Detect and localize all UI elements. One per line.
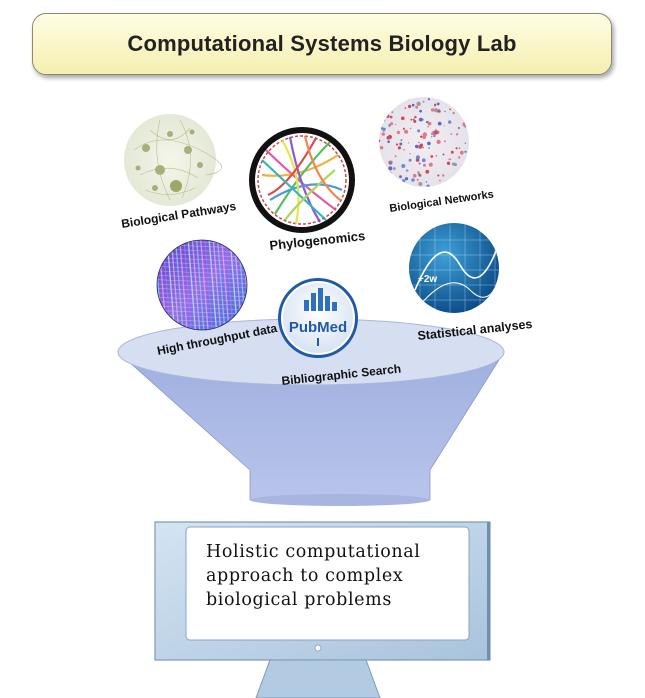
title-banner: Computational Systems Biology Lab [32, 13, 612, 75]
label-phylogenomics: Phylogenomics [269, 228, 366, 253]
pathways-image [124, 114, 222, 206]
pubmed-bars [304, 288, 337, 311]
screen-line-2: approach to complex [206, 566, 404, 586]
phylogenomics-image [249, 127, 355, 233]
monitor-power-icon [314, 644, 322, 652]
statistical-image: +2w [409, 223, 499, 313]
pubmed-logo-text: PubMed [289, 319, 347, 336]
screen-line-1: Holistic computational [206, 542, 421, 562]
page-title: Computational Systems Biology Lab [127, 31, 517, 56]
screen-message: Holistic computational approach to compl… [206, 540, 456, 612]
pubmed-logo: PubMed [278, 278, 358, 358]
monitor-screen [185, 526, 470, 641]
stat-formula-glyph: +2w [418, 274, 437, 285]
screen-line-3: biological problems [206, 590, 392, 610]
monitor-stand [255, 659, 381, 698]
networks-image [379, 97, 469, 187]
monitor [154, 521, 491, 698]
label-biological-networks: Biological Networks [389, 188, 495, 215]
